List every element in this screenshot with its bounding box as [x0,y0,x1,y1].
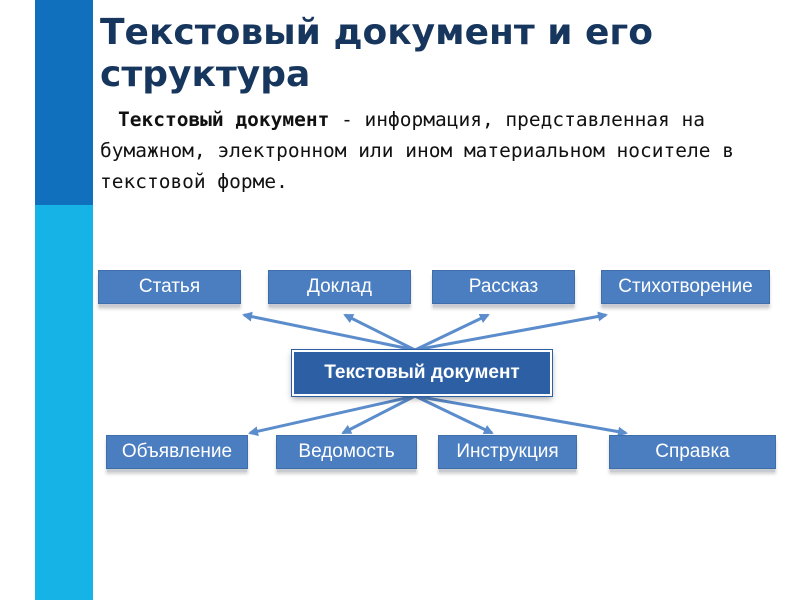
arrow-to-stikhotvorenie [414,311,608,352]
slide-title: Текстовый документ и его структура [100,12,653,95]
arrow-to-vedomost [341,394,416,435]
arrow-to-instruktsiya [414,394,494,435]
node-obyavlenie: Объявление [106,435,248,469]
arrow-to-rasskaz [414,313,490,352]
arrow-to-doklad [343,313,416,352]
arrow-to-obyavlenie [248,394,416,437]
node-instruktsiya: Инструкция [438,435,577,469]
node-vedomost: Ведомость [276,435,417,469]
arrow-to-statya [242,311,416,352]
center-node: Текстовый документ [291,349,553,397]
definition-body: - информация, представленная на бумажном… [100,108,734,193]
node-stikhotvorenie: Стихотворение [601,270,770,304]
side-accent-dark [35,0,93,205]
side-accent-light [35,205,93,600]
node-spravka: Справка [609,435,776,469]
side-accent-strip [35,0,93,600]
arrow-to-spravka [414,394,628,437]
node-doklad: Доклад [268,270,411,304]
definition-text: Текстовый документ - информация, предста… [100,104,780,197]
node-rasskaz: Рассказ [432,270,575,304]
definition-term: Текстовый документ [118,108,330,131]
node-statya: Статья [98,270,241,304]
